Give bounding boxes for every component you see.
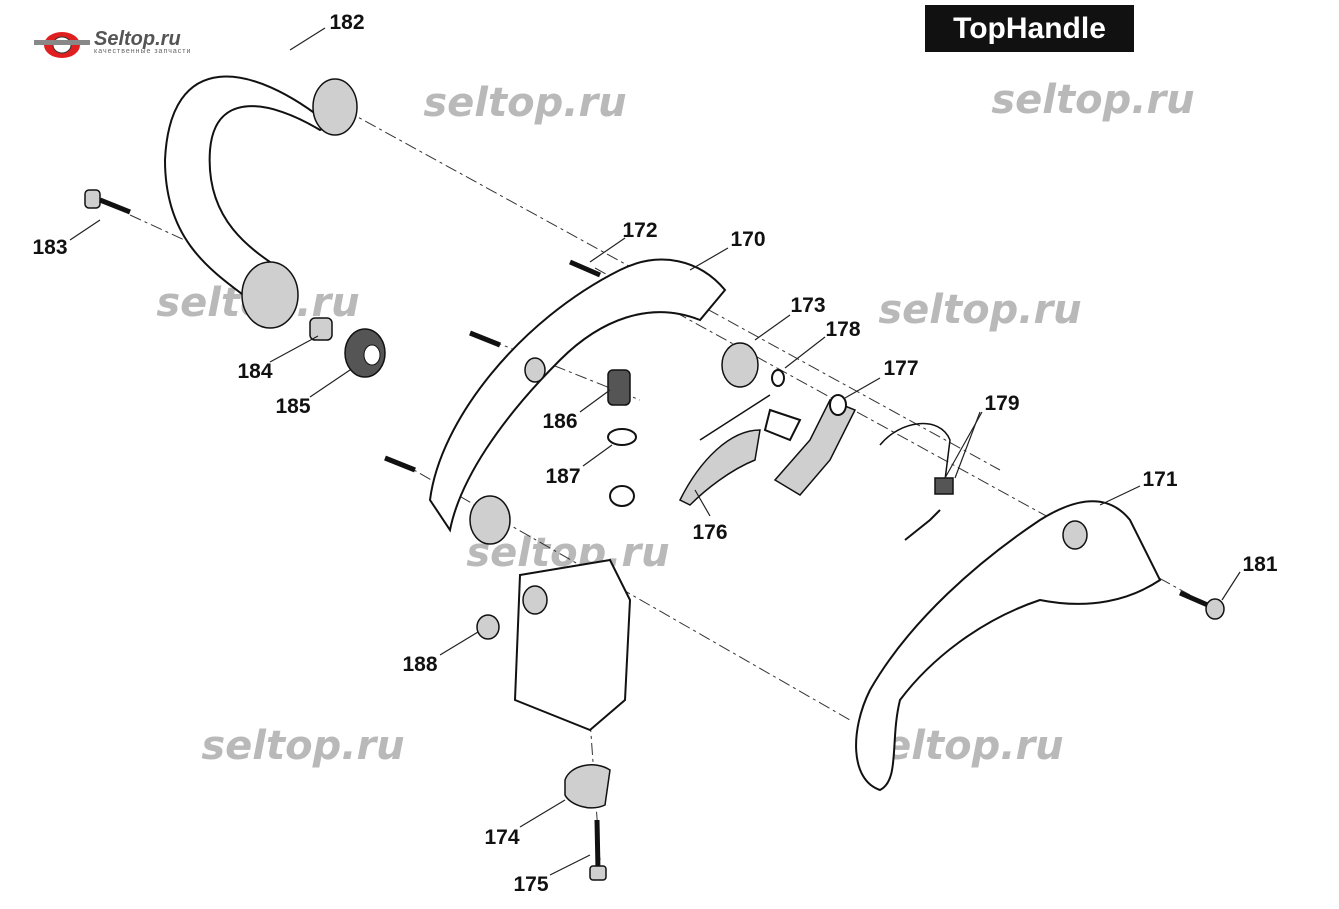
part-188-plug [476,614,500,640]
part-179-switch-wire [879,423,954,541]
label-188: 188 [402,653,437,676]
part-187-ring [607,428,637,507]
diagram-title: TopHandle [925,5,1134,52]
part-185-damper [344,328,386,378]
label-186: 186 [542,410,577,433]
logo-name: Seltop.ru [94,28,181,50]
watermark: seltop.ru [201,723,404,769]
watermark: seltop.ru [878,287,1081,333]
watermark: seltop.ru [423,80,626,126]
label-176: 176 [692,521,727,544]
housing-section [513,558,632,732]
label-185: 185 [275,395,310,418]
label-170: 170 [730,228,765,251]
part-176-trigger [678,408,802,506]
part-178-spring [771,369,785,387]
watermark: seltop.ru [991,77,1194,123]
label-187: 187 [545,465,580,488]
fist-logo-icon [34,32,90,58]
seltop-logo: Seltop.ru качественные запчасти [30,28,240,62]
part-172-screws [384,259,601,473]
part-184-bushing [309,317,333,341]
watermarks: seltop.ru seltop.ru seltop.ru seltop.ru … [156,77,1194,769]
part-177-lockout-lever [773,394,857,496]
label-182: 182 [329,11,364,34]
label-173: 173 [790,294,825,317]
label-183: 183 [32,236,67,259]
part-182-handle-tube [163,75,358,329]
label-178: 178 [825,318,860,341]
leader-lines [69,27,1241,876]
label-172: 172 [622,219,657,242]
logo-tagline: качественные запчасти [94,48,192,55]
part-170-handle-frame [428,258,759,545]
label-174: 174 [484,826,519,849]
label-181: 181 [1242,553,1277,576]
label-171: 171 [1142,468,1177,491]
part-181-screw [1179,590,1225,620]
label-179: 179 [984,392,1019,415]
part-186-valve [607,369,631,406]
part-174-clip [564,764,611,809]
part-175-screw [589,819,607,881]
label-175: 175 [513,873,548,896]
label-184: 184 [237,360,272,383]
part-183-screw [84,189,131,215]
part-labels: 182 183 184 185 172 170 173 178 177 179 … [32,11,1277,896]
label-177: 177 [883,357,918,380]
part-171-handle-cover [855,500,1162,792]
part-173-spring [699,394,771,441]
